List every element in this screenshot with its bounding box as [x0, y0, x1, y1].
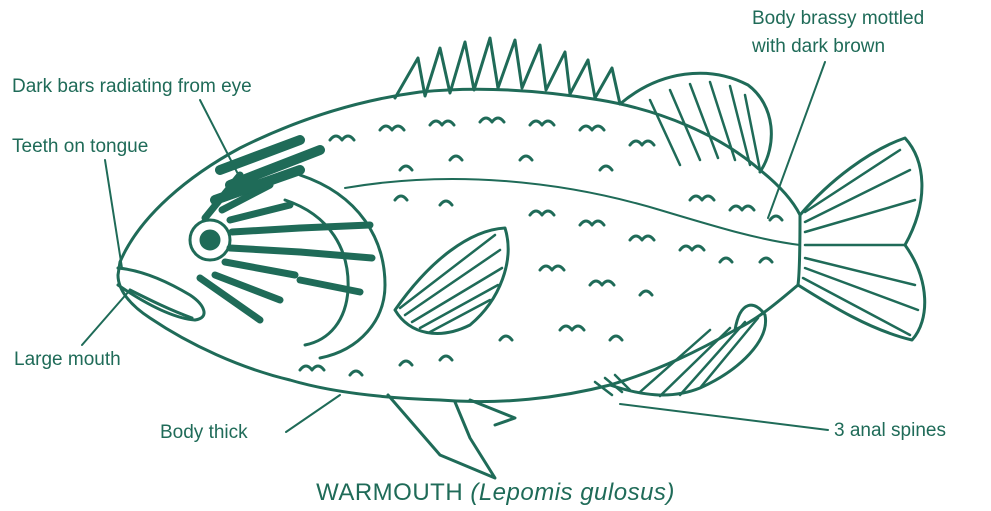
label-anal-spines: 3 anal spines: [834, 420, 946, 442]
head-dark-patch: [215, 140, 320, 200]
pelvic-fin: [388, 395, 495, 478]
body-mottling: [300, 118, 782, 375]
leader-large-mouth: [82, 290, 130, 345]
label-body-brassy-line1: Body brassy mottled: [752, 8, 924, 30]
caudal-fin-rays: [803, 150, 918, 335]
leader-body-thick: [286, 395, 340, 432]
anal-fin-rays: [640, 318, 758, 396]
common-name: WARMOUTH: [316, 479, 463, 506]
jaw-line: [130, 290, 192, 318]
scientific-name: (Lepomis gulosus): [470, 479, 675, 506]
label-body-brassy-line2: with dark brown: [752, 36, 885, 58]
label-large-mouth: Large mouth: [14, 349, 121, 371]
dorsal-spiny-fin: [395, 38, 620, 104]
lateral-line: [345, 179, 800, 245]
species-caption: WARMOUTH (Lepomis gulosus): [0, 479, 991, 507]
label-dark-bars: Dark bars radiating from eye: [12, 76, 252, 98]
pelvic-fin-small: [470, 400, 515, 425]
anal-spines: [595, 375, 630, 395]
mouth: [118, 268, 204, 320]
eye-pupil: [201, 231, 219, 249]
leader-anal-spines: [620, 404, 828, 430]
pectoral-fin: [395, 228, 508, 333]
label-teeth: Teeth on tongue: [12, 136, 148, 158]
leader-body-brassy: [768, 62, 825, 218]
leader-teeth: [105, 160, 122, 268]
label-body-thick: Body thick: [160, 422, 248, 444]
gill-cover: [300, 175, 385, 358]
